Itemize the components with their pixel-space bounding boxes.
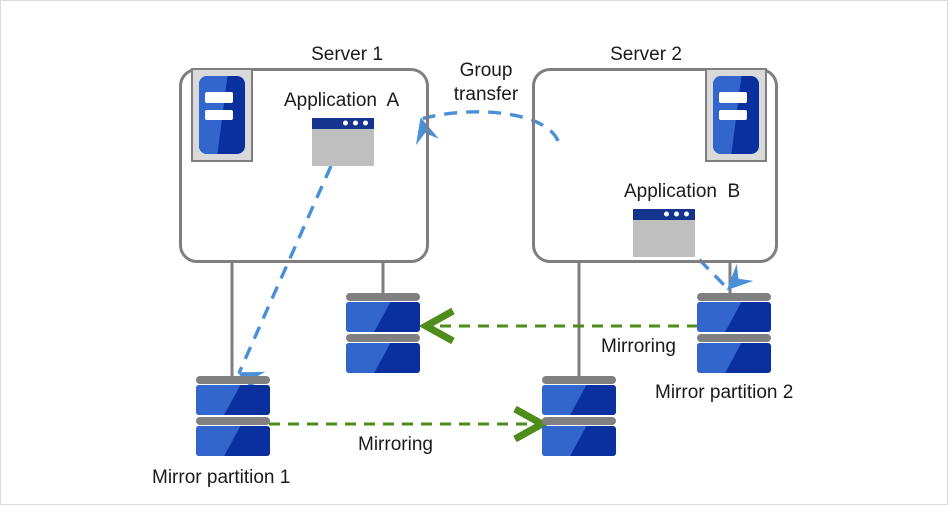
- server-slot-bar: [205, 92, 234, 104]
- window-dot-icon: [664, 211, 669, 217]
- window-dot-icon: [363, 120, 368, 126]
- disk-icon[interactable]: [697, 293, 771, 373]
- disk-cap: [196, 376, 270, 384]
- server-chassis: [199, 76, 245, 154]
- disk-platter: [697, 302, 771, 332]
- disk-cap: [346, 334, 420, 342]
- disk-cap: [697, 293, 771, 301]
- application-window-icon: [312, 118, 374, 166]
- server-slot-bar: [719, 92, 748, 104]
- mirror-partition-2-label: Mirror partition 2: [655, 382, 794, 403]
- mirroring-bottom-label: Mirroring: [358, 434, 433, 455]
- application-a-to-mirror-partition-1-arrow: [237, 165, 333, 394]
- application-window-icon: [633, 209, 695, 257]
- server-chassis: [713, 76, 759, 154]
- window-dot-icon: [353, 120, 358, 126]
- disk-cap: [196, 417, 270, 425]
- disk-platter: [542, 385, 616, 415]
- application-a-label: Application A: [284, 90, 400, 111]
- application-window-titlebar: [312, 118, 374, 129]
- disk-cap: [542, 376, 616, 384]
- disk-icon[interactable]: [346, 293, 420, 373]
- disk-cap: [542, 417, 616, 425]
- group-transfer-label-line1: Group: [459, 60, 513, 81]
- disk-platter: [697, 343, 771, 373]
- window-dot-icon: [343, 120, 348, 126]
- server-1-title: Server 1: [311, 44, 383, 65]
- group-transfer-arrow: [415, 110, 560, 146]
- server-slot-bar: [205, 109, 234, 121]
- disk-platter: [196, 385, 270, 415]
- window-dot-icon: [684, 211, 689, 217]
- server-2-title: Server 2: [610, 44, 682, 65]
- window-dot-icon: [674, 211, 679, 217]
- disk-platter: [346, 343, 420, 373]
- server-2-box[interactable]: [532, 68, 778, 263]
- application-b-label: Application B: [624, 181, 741, 202]
- disk-cap: [697, 334, 771, 342]
- application-window-titlebar: [633, 209, 695, 220]
- disk-cap: [346, 293, 420, 301]
- disk-icon[interactable]: [542, 376, 616, 456]
- disk-platter: [196, 426, 270, 456]
- group-transfer-label-line2: transfer: [453, 84, 519, 105]
- disk-platter: [542, 426, 616, 456]
- server-icon: [705, 68, 767, 162]
- mirror-partition-1-label: Mirror partition 1: [152, 467, 291, 488]
- disk-platter: [346, 302, 420, 332]
- server-icon: [191, 68, 253, 162]
- server-1-box[interactable]: [179, 68, 429, 263]
- server-slot-bar: [719, 109, 748, 121]
- disk-icon[interactable]: [196, 376, 270, 456]
- mirroring-top-label: Mirroring: [601, 336, 676, 357]
